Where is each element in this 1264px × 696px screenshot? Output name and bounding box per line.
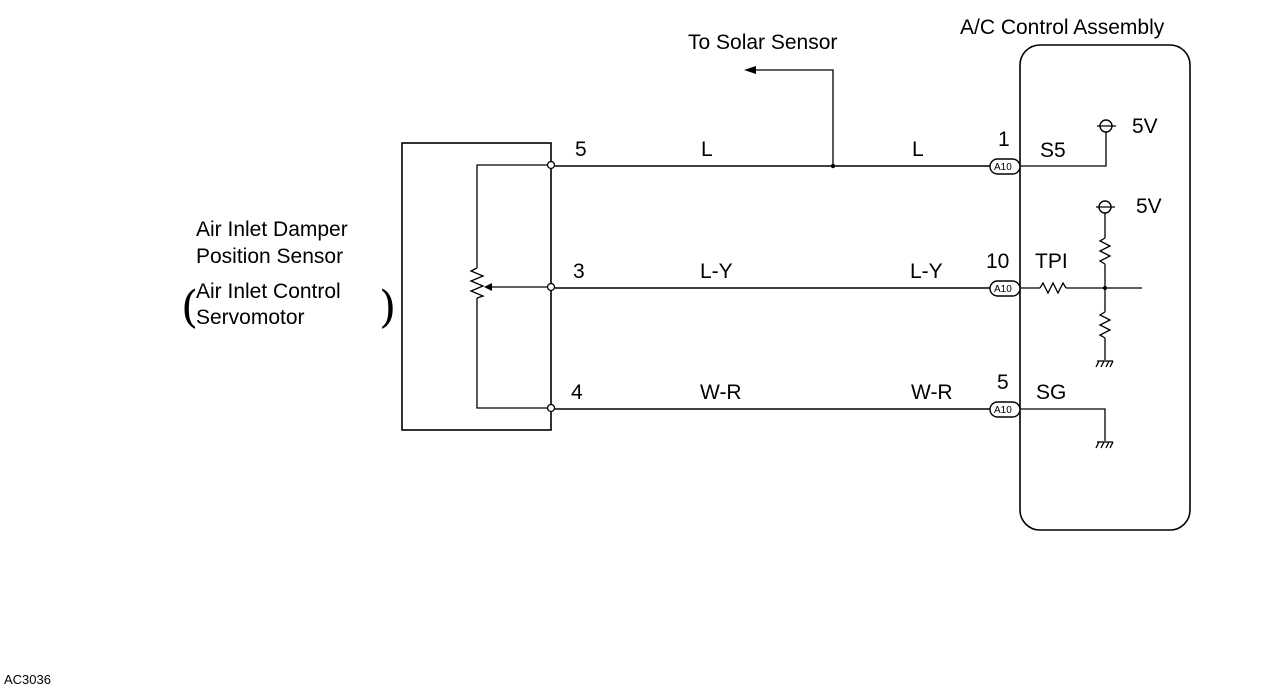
sensor-title-line1: Air Inlet Damper <box>196 218 348 241</box>
pulldown-resistor <box>1098 311 1112 339</box>
connector-code: A10 <box>994 284 1012 295</box>
wire-color-left: L <box>701 138 713 161</box>
wire-color-right: L <box>912 138 924 161</box>
terminal-sg: SG <box>1036 381 1066 404</box>
connector-code: A10 <box>994 162 1012 173</box>
wire-color-left: W-R <box>700 381 742 404</box>
paren-right: ) <box>379 282 396 333</box>
ecu-pin-label: 5 <box>997 371 1009 394</box>
sensor-pin-label: 3 <box>573 260 585 283</box>
figure-id: AC3036 <box>4 672 51 687</box>
sg-line <box>1020 408 1106 441</box>
ground-icon <box>1095 360 1114 368</box>
solar-arrow <box>744 66 756 74</box>
voltage-label-2: 5V <box>1136 195 1162 218</box>
tpi-series-resistor <box>1039 281 1067 295</box>
potentiometer-resistor <box>469 267 485 299</box>
connector-5: A10 <box>989 401 1021 418</box>
connector-1: A10 <box>989 158 1021 175</box>
paren-left: ( <box>181 282 198 333</box>
solar-label: To Solar Sensor <box>688 31 837 54</box>
pullup-resistor <box>1098 237 1112 265</box>
sensor-terminal-3 <box>546 282 556 292</box>
solar-branch: To Solar Sensor <box>688 31 837 169</box>
connector-10: A10 <box>989 280 1021 297</box>
s5-line <box>1020 132 1107 167</box>
sensor-terminal-5 <box>546 160 556 170</box>
sensor-pin-label: 5 <box>575 138 587 161</box>
sensor-title-line2: Position Sensor <box>196 245 343 268</box>
ecu-pin-label: 1 <box>998 128 1010 151</box>
sensor-terminal-4 <box>546 403 556 413</box>
ac-control-assembly: A/C Control Assembly A10 A10 A10 S5 5V T… <box>960 16 1191 531</box>
ground-icon <box>1095 441 1114 449</box>
ecu-pin-label: 10 <box>986 250 1009 273</box>
wire-3: 4 W-R W-R 5 <box>555 371 1009 410</box>
wire-color-right: L-Y <box>910 260 943 283</box>
assembly-title: A/C Control Assembly <box>960 16 1165 39</box>
sensor-internal-bottom <box>476 298 551 409</box>
wire-color-right: W-R <box>911 381 953 404</box>
terminal-tpi: TPI <box>1035 250 1068 273</box>
wiper-arrow <box>484 283 492 291</box>
wire-color-left: L-Y <box>700 260 733 283</box>
wire-1: 5 L L 1 <box>555 128 1010 167</box>
voltage-label-1: 5V <box>1132 115 1158 138</box>
sensor-internal-top <box>476 164 551 268</box>
wire-2: 3 L-Y L-Y 10 <box>555 250 1009 289</box>
terminal-s5: S5 <box>1040 139 1066 162</box>
sensor-sub-line2: Servomotor <box>196 306 305 329</box>
sensor-pin-label: 4 <box>571 381 583 404</box>
sensor-sub-line1: Air Inlet Control <box>196 280 341 303</box>
connector-code: A10 <box>994 405 1012 416</box>
solar-branch-line <box>752 69 834 166</box>
position-sensor: Air Inlet Damper Position Sensor ( Air I… <box>181 142 556 431</box>
